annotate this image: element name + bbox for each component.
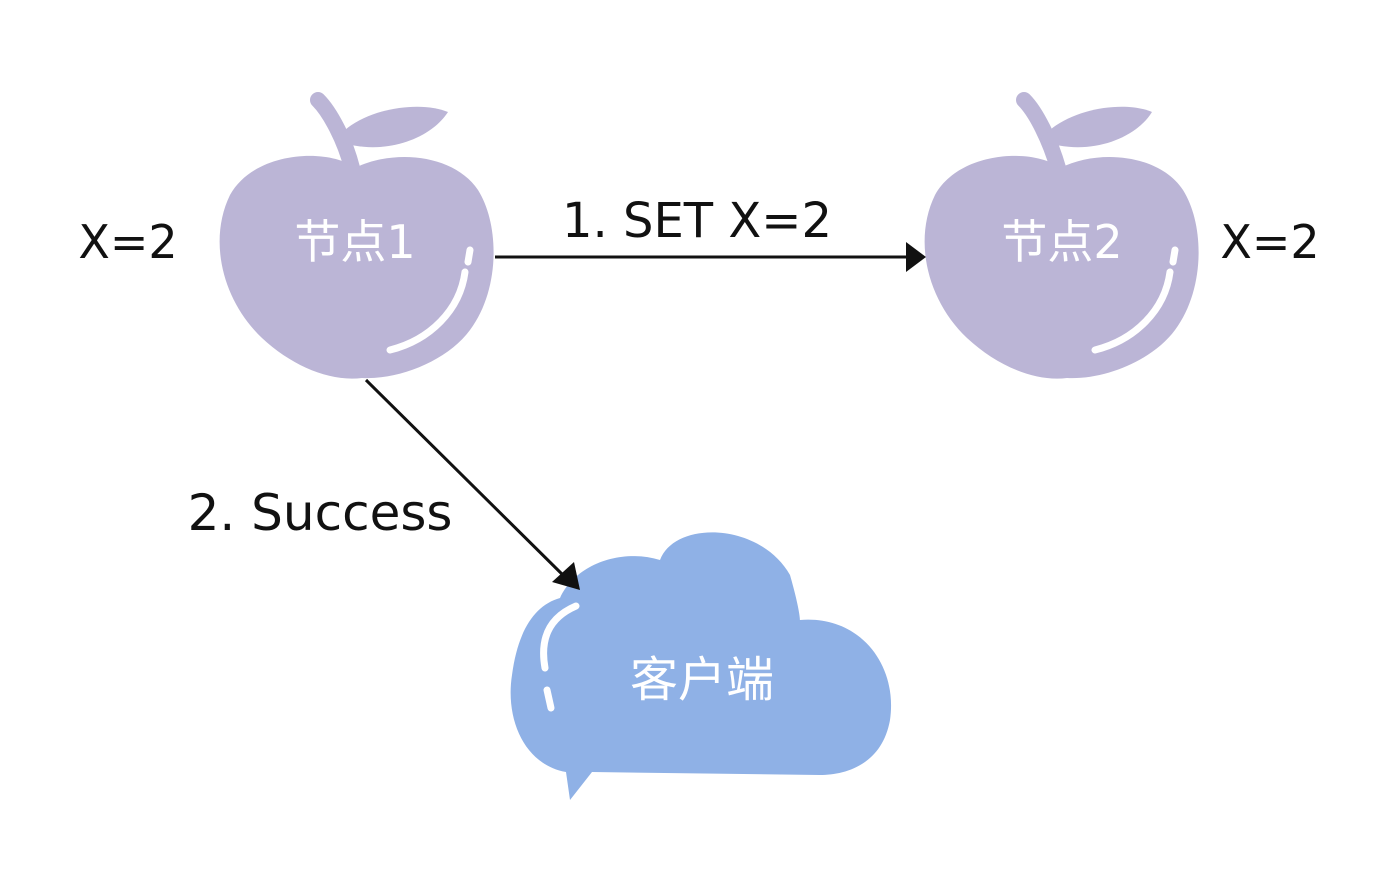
apple-icon [219, 92, 494, 379]
apple-icon [924, 92, 1199, 379]
arrow-head-icon [906, 242, 926, 272]
node-2-label: 节点2 [1001, 215, 1122, 269]
node-2[interactable]: 节点2 [924, 92, 1199, 379]
arrow-head-icon [552, 562, 580, 590]
node-1[interactable]: 节点1 [219, 92, 494, 379]
edge-set: 1. SET X=2 [495, 193, 926, 272]
arrow-success [364, 378, 574, 586]
edge-success-label: 2. Success [188, 484, 453, 542]
edge-set-label: 1. SET X=2 [562, 193, 832, 249]
node-1-label: 节点1 [294, 215, 415, 269]
node-2-value: X=2 [1220, 215, 1319, 269]
edge-success: 2. Success [188, 378, 580, 590]
client-node[interactable]: 客户端 [510, 532, 892, 800]
client-label: 客户端 [630, 652, 774, 708]
cloud-icon [510, 532, 892, 800]
node-1-value: X=2 [78, 215, 177, 269]
